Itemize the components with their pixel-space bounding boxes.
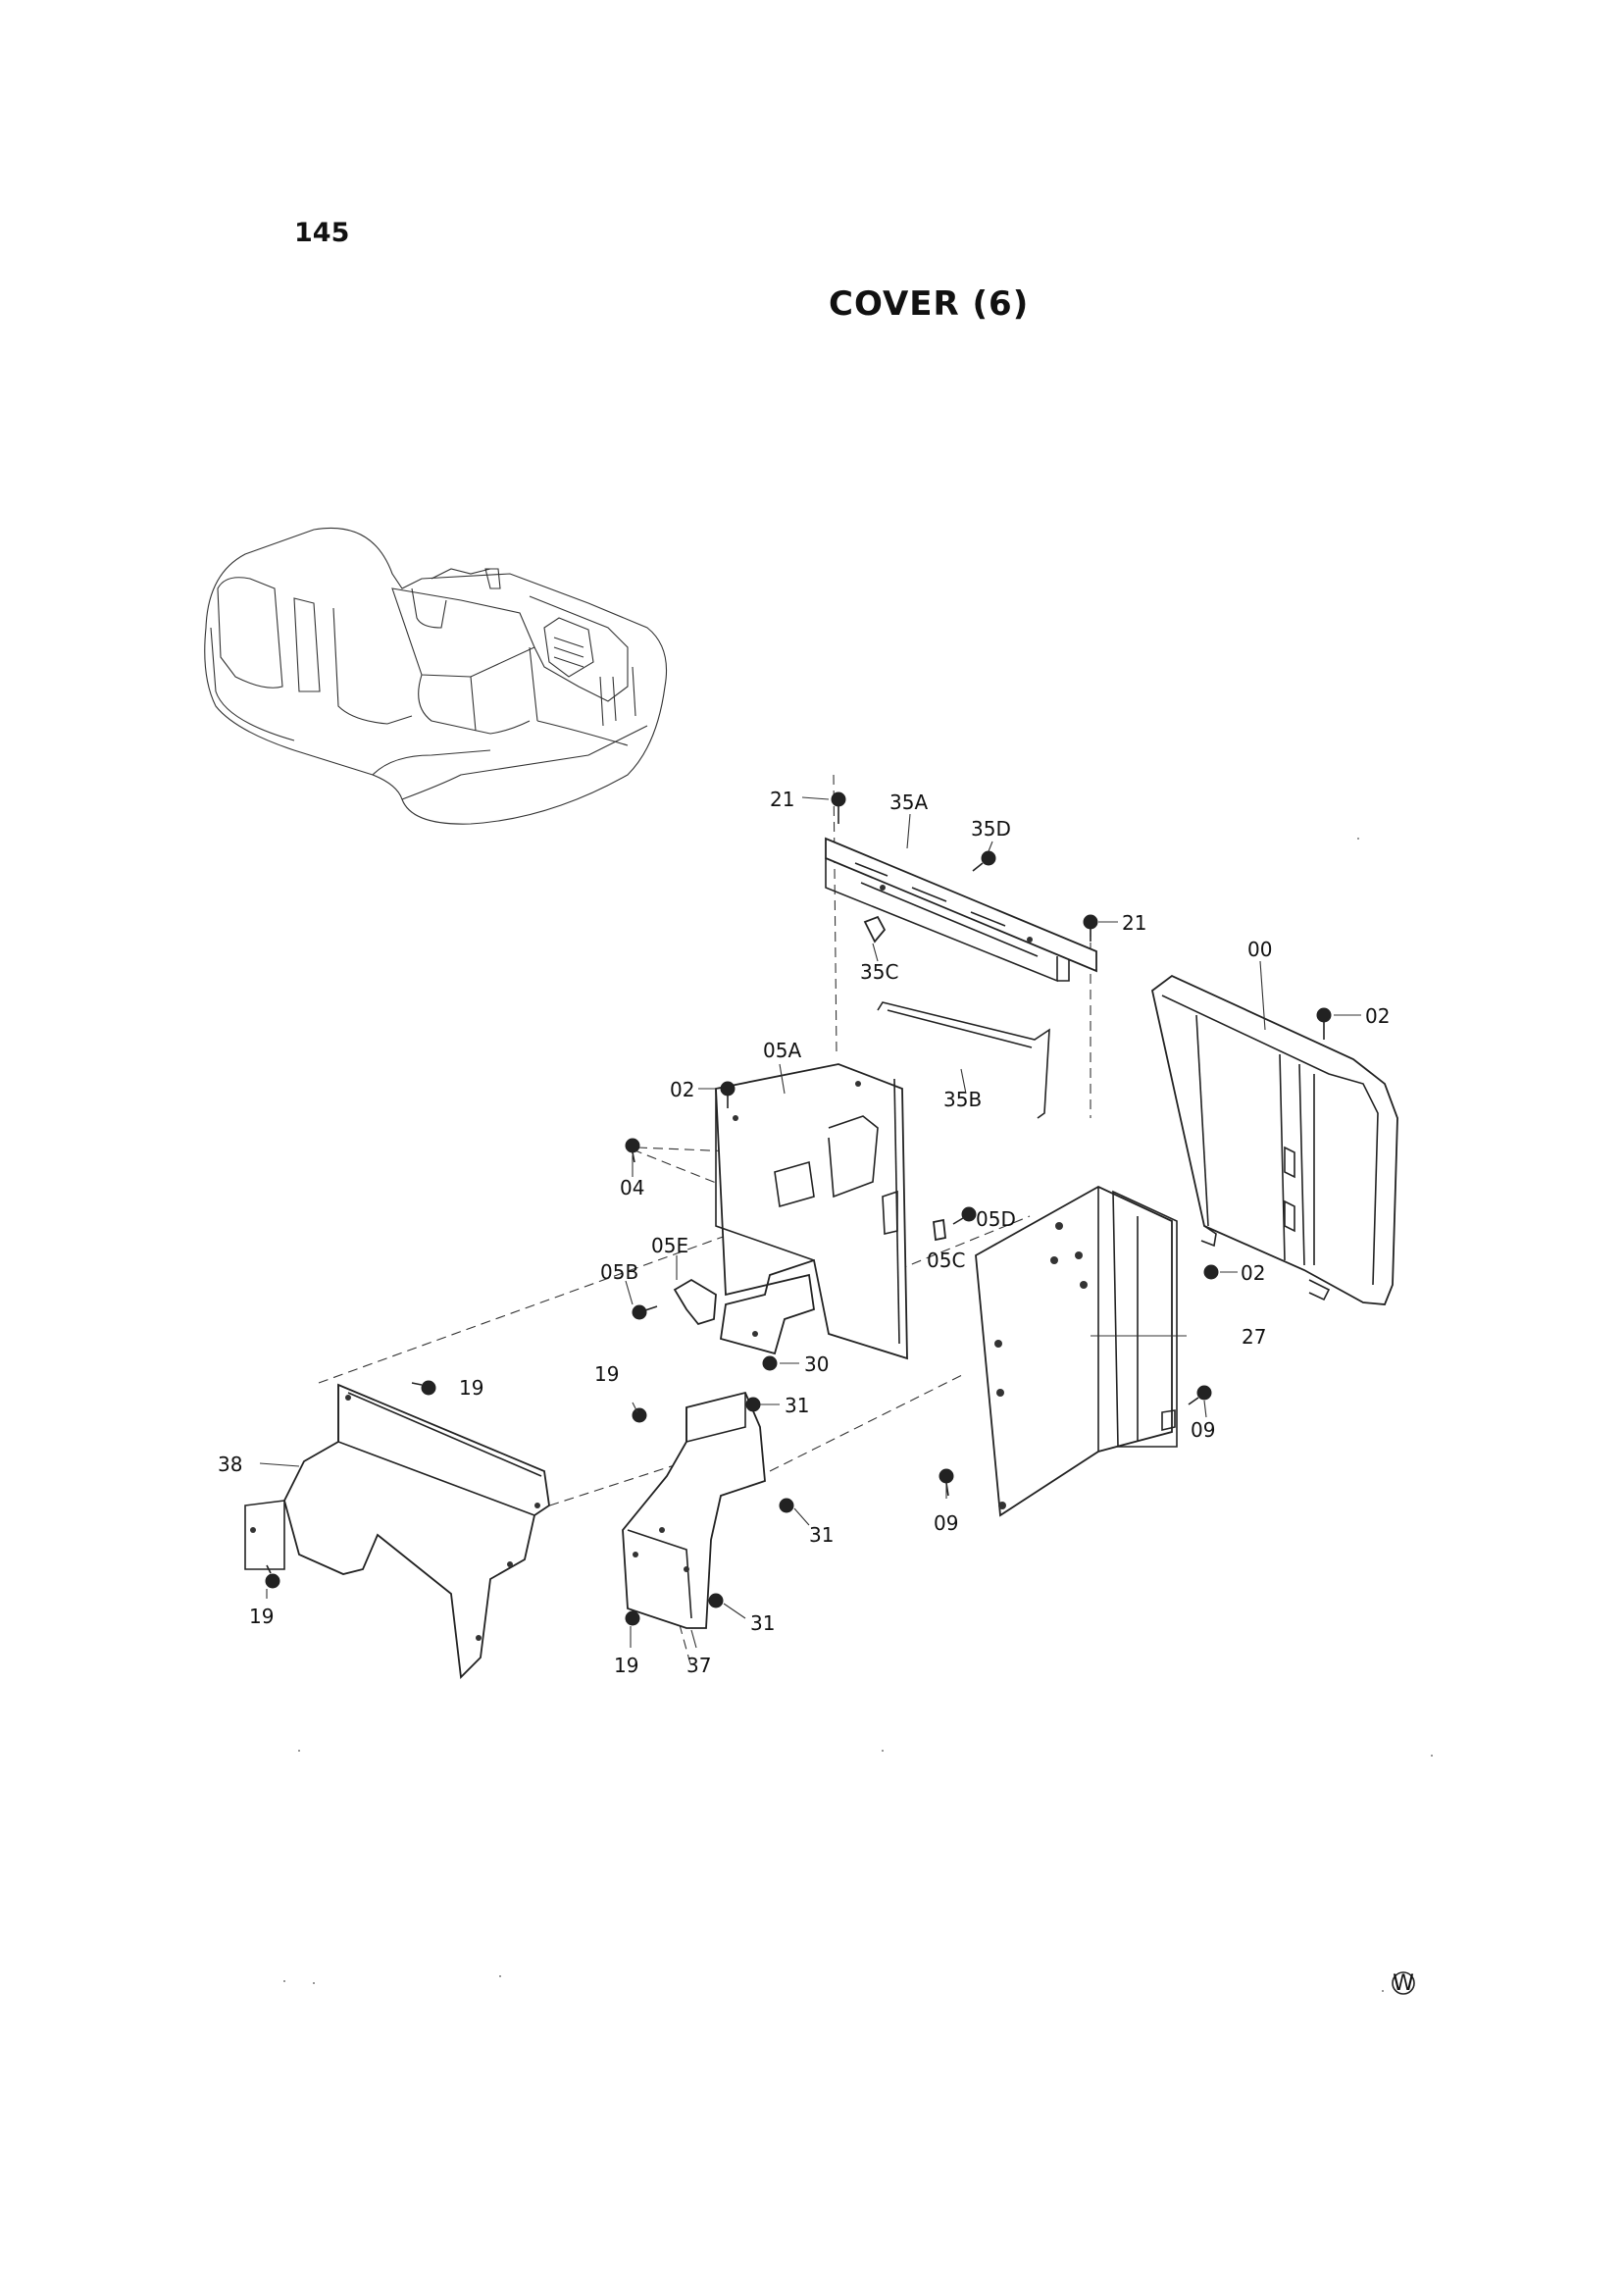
label-35d: 35D — [971, 817, 1011, 841]
bolt-31a — [745, 1397, 761, 1412]
part-38-cover — [244, 1383, 550, 1679]
bolt-19d — [625, 1610, 640, 1626]
label-05b: 05B — [600, 1260, 638, 1284]
label-38: 38 — [218, 1453, 242, 1476]
page-number: 145 — [294, 218, 350, 248]
part-05e-clip — [673, 1278, 717, 1326]
label-21a: 21 — [770, 788, 794, 811]
label-35c: 35C — [860, 960, 898, 984]
label-09a: 09 — [1191, 1418, 1215, 1442]
label-05e: 05E — [651, 1234, 688, 1257]
label-27: 27 — [1242, 1325, 1266, 1349]
bolt-35d — [972, 850, 996, 872]
bolt-05b — [632, 1304, 658, 1320]
bolt-09a — [1188, 1385, 1212, 1405]
part-35a-bracket — [825, 837, 1097, 983]
part-35c-clip — [863, 915, 887, 944]
label-30: 30 — [804, 1352, 829, 1376]
bolt-21a — [831, 791, 846, 824]
label-09b: 09 — [934, 1511, 958, 1535]
label-35b: 35B — [943, 1088, 982, 1111]
label-02a: 02 — [1365, 1004, 1390, 1028]
excavator-overview-illustration — [204, 527, 668, 825]
label-19b: 19 — [594, 1362, 619, 1386]
label-31b: 31 — [809, 1523, 834, 1547]
fasteners — [265, 791, 1332, 1626]
label-05c: 05C — [927, 1249, 965, 1272]
bolt-19b — [632, 1407, 647, 1423]
bolt-21b — [1083, 914, 1098, 942]
part-37-bracket — [622, 1391, 766, 1629]
label-19c: 19 — [249, 1605, 274, 1628]
bolt-31c — [708, 1593, 724, 1608]
label-31a: 31 — [785, 1394, 809, 1417]
label-00: 00 — [1247, 938, 1272, 961]
label-05a: 05A — [763, 1039, 801, 1062]
label-02b: 02 — [670, 1078, 694, 1101]
scan-specks — [283, 838, 1433, 1992]
bolt-05d — [952, 1206, 977, 1225]
part-05a-panel — [715, 1063, 908, 1360]
part-27-panel — [975, 1185, 1178, 1517]
label-19a: 19 — [459, 1376, 483, 1400]
label-21b: 21 — [1122, 911, 1146, 935]
part-00-cover — [1150, 974, 1398, 1305]
bolt-19a — [411, 1380, 436, 1396]
label-04: 04 — [620, 1176, 644, 1199]
label-02c: 02 — [1241, 1261, 1265, 1285]
bolt-19c — [265, 1564, 280, 1589]
part-35b-rod — [877, 1001, 1050, 1119]
bolt-04 — [625, 1138, 640, 1163]
part-labels: 21 35A 35D 21 35C 00 02 05A 02 35B 04 05… — [218, 788, 1390, 1677]
bolt-02a — [1316, 1007, 1332, 1040]
label-37: 37 — [686, 1654, 711, 1677]
bolt-02c — [1203, 1264, 1219, 1280]
bolt-02b — [720, 1081, 736, 1108]
label-31c: 31 — [750, 1611, 775, 1635]
watermark-logo: W — [1392, 1971, 1415, 1996]
label-35a: 35A — [889, 791, 928, 814]
bolt-31b — [779, 1498, 794, 1513]
bolt-05c — [933, 1218, 946, 1242]
bolt-30 — [762, 1355, 778, 1371]
leader-lines — [259, 796, 1361, 1649]
watermark-letter: W — [1393, 1971, 1414, 1996]
page-title: COVER (6) — [829, 284, 1030, 324]
label-05d: 05D — [976, 1207, 1016, 1231]
label-19d: 19 — [614, 1654, 638, 1677]
